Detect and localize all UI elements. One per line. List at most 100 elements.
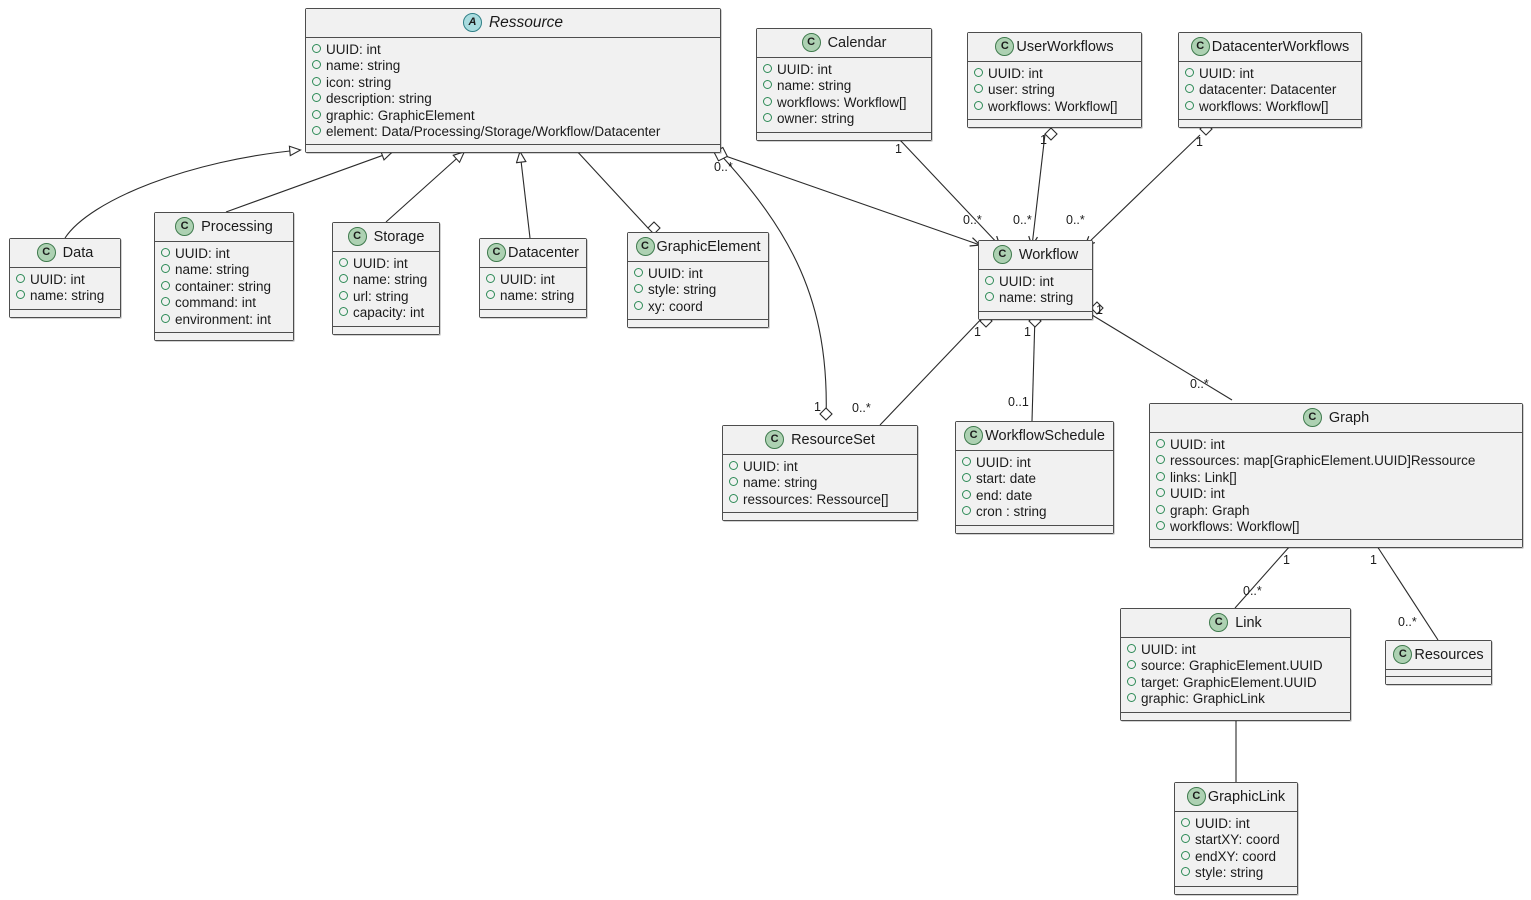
- attribute-row: source: GraphicElement.UUID: [1127, 658, 1344, 674]
- class-name-datacenterworkflows: DatacenterWorkflows: [1211, 38, 1350, 55]
- class-methods-resources: [1386, 677, 1491, 684]
- attribute-row: UUID: int: [1127, 642, 1344, 658]
- multiplicity-label: 1: [1096, 303, 1103, 317]
- edge-graph-to-link: [1234, 545, 1291, 609]
- attribute-row: graph: Graph: [1156, 503, 1516, 519]
- attribute-row: workflows: Workflow[]: [974, 99, 1135, 115]
- class-header-calendar: C Calendar: [757, 29, 931, 58]
- class-box-graphiclink[interactable]: C GraphicLink UUID: int startXY: coord e…: [1174, 782, 1298, 895]
- attribute-text: start: date: [976, 471, 1037, 487]
- attribute-row: start: date: [962, 471, 1107, 487]
- edge-userworkflows-to-workflow: [1028, 133, 1046, 248]
- visibility-public-icon: [1181, 850, 1190, 860]
- class-box-workflow[interactable]: C Workflow UUID: int name: string: [978, 240, 1093, 320]
- class-box-workflowschedule[interactable]: C WorkflowSchedule UUID: int start: date…: [955, 421, 1114, 534]
- class-box-userworkflows[interactable]: C UserWorkflows UUID: int user: string w…: [967, 32, 1142, 129]
- attribute-text: name: string: [743, 475, 818, 491]
- class-box-link[interactable]: C Link UUID: int source: GraphicElement.…: [1120, 608, 1351, 721]
- attribute-row: links: Link[]: [1156, 470, 1516, 486]
- abstract-stereotype-icon: A: [462, 13, 482, 32]
- attribute-row: element: Data/Processing/Storage/Workflo…: [312, 124, 714, 140]
- class-header-link: C Link: [1121, 609, 1350, 638]
- diamond-resourceset-ressource: [819, 407, 833, 421]
- multiplicity-label: 0..1: [1008, 395, 1029, 409]
- attribute-text: xy: coord: [648, 298, 703, 314]
- class-header-graphicelement: C GraphicElement: [628, 233, 768, 262]
- visibility-public-icon: [974, 100, 983, 110]
- class-header-userworkflows: C UserWorkflows: [968, 33, 1141, 62]
- class-header-datacenterworkflows: C DatacenterWorkflows: [1179, 33, 1361, 62]
- visibility-public-icon: [1185, 100, 1194, 110]
- attribute-text: UUID: int: [353, 256, 408, 271]
- visibility-public-icon: [962, 457, 971, 466]
- class-box-ressource[interactable]: A Ressource UUID: int name: string icon:…: [305, 8, 721, 154]
- edge-workflow-to-resourceset: [879, 314, 986, 426]
- visibility-public-icon: [962, 506, 971, 516]
- class-box-datacenter[interactable]: C Datacenter UUID: int name: string: [479, 238, 587, 318]
- visibility-public-icon: [1156, 504, 1165, 514]
- multiplicity-label: 0..*: [1243, 584, 1262, 598]
- class-box-data[interactable]: C Data UUID: int name: string: [9, 238, 121, 318]
- visibility-public-icon: [1156, 439, 1165, 448]
- class-attributes-resources: [1386, 670, 1491, 677]
- multiplicity-label: 1: [1370, 553, 1377, 567]
- visibility-public-icon: [962, 473, 971, 483]
- attribute-row: xy: coord: [634, 299, 762, 315]
- visibility-public-icon: [1127, 676, 1136, 686]
- class-attributes-datacenter: UUID: int name: string: [480, 268, 586, 310]
- attribute-row: end: date: [962, 488, 1107, 504]
- class-box-datacenterworkflows[interactable]: C DatacenterWorkflows UUID: int datacent…: [1178, 32, 1362, 129]
- class-box-graph[interactable]: C Graph UUID: int ressources: map[Graphi…: [1149, 403, 1523, 549]
- attribute-text: name: string: [326, 58, 401, 74]
- class-methods-resourceset: [723, 513, 917, 521]
- visibility-public-icon: [763, 96, 772, 106]
- visibility-public-icon: [339, 274, 348, 284]
- class-stereotype-icon: C: [1209, 613, 1229, 632]
- multiplicity-label: 0..*: [1013, 213, 1032, 227]
- visibility-public-icon: [1127, 644, 1136, 653]
- class-box-storage[interactable]: C Storage UUID: int name: string url: st…: [332, 222, 440, 335]
- attribute-text: name: string: [30, 288, 105, 304]
- attribute-row: name: string: [312, 58, 714, 74]
- class-box-calendar[interactable]: C Calendar UUID: int name: string workfl…: [756, 28, 932, 141]
- multiplicity-label: 1: [1024, 325, 1031, 339]
- multiplicity-label: 1: [1040, 133, 1047, 147]
- attribute-text: UUID: int: [500, 272, 555, 287]
- attribute-row: UUID: int: [312, 42, 714, 58]
- attribute-text: workflows: Workflow[]: [988, 98, 1118, 114]
- visibility-public-icon: [985, 292, 994, 302]
- class-name-resources: Resources: [1414, 646, 1484, 663]
- attribute-text: description: string: [326, 91, 432, 107]
- attribute-row: name: string: [486, 288, 580, 304]
- class-box-resources[interactable]: C Resources: [1385, 640, 1492, 685]
- class-attributes-ressource: UUID: int name: string icon: string desc…: [306, 38, 720, 146]
- class-methods-workflowschedule: [956, 525, 1113, 533]
- class-stereotype-icon: C: [1186, 787, 1206, 806]
- attribute-text: workflows: Workflow[]: [777, 94, 907, 110]
- class-name-graph: Graph: [1328, 409, 1370, 426]
- attribute-row: UUID: int: [16, 272, 114, 288]
- class-methods-graphiclink: [1175, 886, 1297, 894]
- visibility-public-icon: [161, 280, 170, 290]
- class-methods-userworkflows: [968, 120, 1141, 128]
- class-header-resources: C Resources: [1386, 641, 1491, 670]
- attribute-row: cron : string: [962, 504, 1107, 520]
- edge-ressource-to-graphicelement: [574, 148, 649, 229]
- class-box-graphicelement[interactable]: C GraphicElement UUID: int style: string…: [627, 232, 769, 329]
- visibility-public-icon: [1156, 488, 1165, 498]
- attribute-text: icon: string: [326, 74, 392, 90]
- attribute-text: UUID: int: [976, 455, 1031, 470]
- attribute-row: UUID: int: [729, 459, 911, 475]
- attribute-row: UUID: int: [1181, 816, 1291, 832]
- visibility-public-icon: [486, 290, 495, 300]
- class-attributes-storage: UUID: int name: string url: string capac…: [333, 252, 439, 327]
- attribute-row: UUID: int: [339, 256, 433, 272]
- attribute-text: name: string: [175, 262, 250, 278]
- class-box-resourceset[interactable]: C ResourceSet UUID: int name: string res…: [722, 425, 918, 522]
- attribute-text: name: string: [777, 78, 852, 94]
- visibility-public-icon: [312, 60, 321, 70]
- class-methods-datacenterworkflows: [1179, 120, 1361, 128]
- class-name-resourceset: ResourceSet: [791, 431, 875, 448]
- attribute-row: target: GraphicElement.UUID: [1127, 675, 1344, 691]
- class-box-processing[interactable]: C Processing UUID: int name: string cont…: [154, 212, 294, 342]
